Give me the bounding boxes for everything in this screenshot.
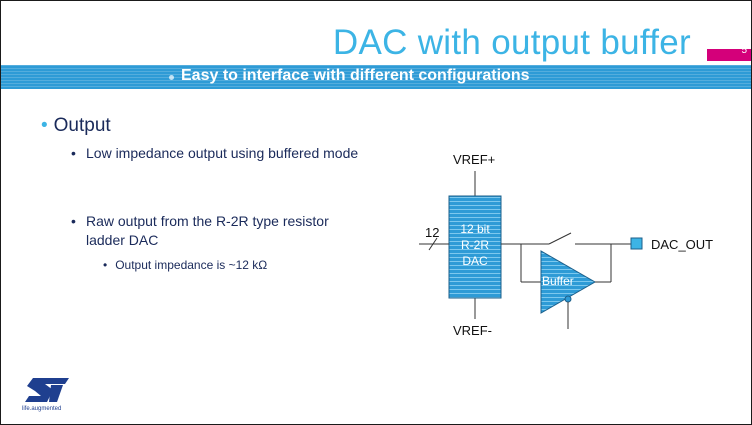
dac-out-pad	[630, 237, 643, 250]
bullet-output: •Output	[41, 115, 111, 137]
sub-bullet-text: Low impedance output using buffered mode	[86, 145, 359, 161]
st-logo-icon	[25, 378, 69, 402]
sub-bullet-dot: •	[71, 213, 76, 229]
sub-bullet-dot: •	[71, 145, 76, 161]
subtitle-band: Easy to interface with different configu…	[1, 65, 751, 89]
slide-title: DAC with output buffer	[332, 23, 691, 62]
sub-bullet-raw-output: • Raw output from the R-2R type resistor…	[71, 212, 371, 250]
dac-block	[448, 195, 502, 299]
logo-tagline: life.augmented	[22, 406, 62, 412]
band-dot	[169, 75, 174, 80]
sub-bullet-low-impedance: • Low impedance output using buffered mo…	[71, 144, 371, 163]
vref-minus-label: VREF-	[453, 323, 492, 338]
input-bits-label: 12	[425, 225, 440, 240]
sub-bullet-text: Raw output from the R-2R type resistor l…	[86, 213, 329, 248]
dac-label-line2: R-2R	[460, 238, 489, 252]
bypass-switch	[548, 232, 572, 245]
dac-out-label: DAC_OUT	[651, 237, 714, 252]
sub-sub-bullet-dot: •	[103, 258, 108, 272]
bus-slash-mark	[428, 237, 438, 251]
buffer-enable-bubble	[564, 295, 572, 303]
vref-plus-label: VREF+	[453, 152, 496, 167]
bullet-output-text: Output	[53, 115, 111, 136]
buffer-label: Buffer	[542, 274, 574, 288]
title-accent-bar	[707, 49, 751, 61]
sub-sub-bullet-text: Output impedance is ~12 kΩ	[115, 258, 268, 272]
dac-label-line1: 12 bit	[460, 222, 490, 236]
page-number: 5	[741, 45, 747, 56]
bullet-dot: •	[41, 115, 48, 136]
dac-label-line3: DAC	[462, 254, 488, 268]
sub-sub-bullet-impedance: • Output impedance is ~12 kΩ	[103, 258, 267, 272]
slide-subtitle: Easy to interface with different configu…	[181, 67, 530, 84]
